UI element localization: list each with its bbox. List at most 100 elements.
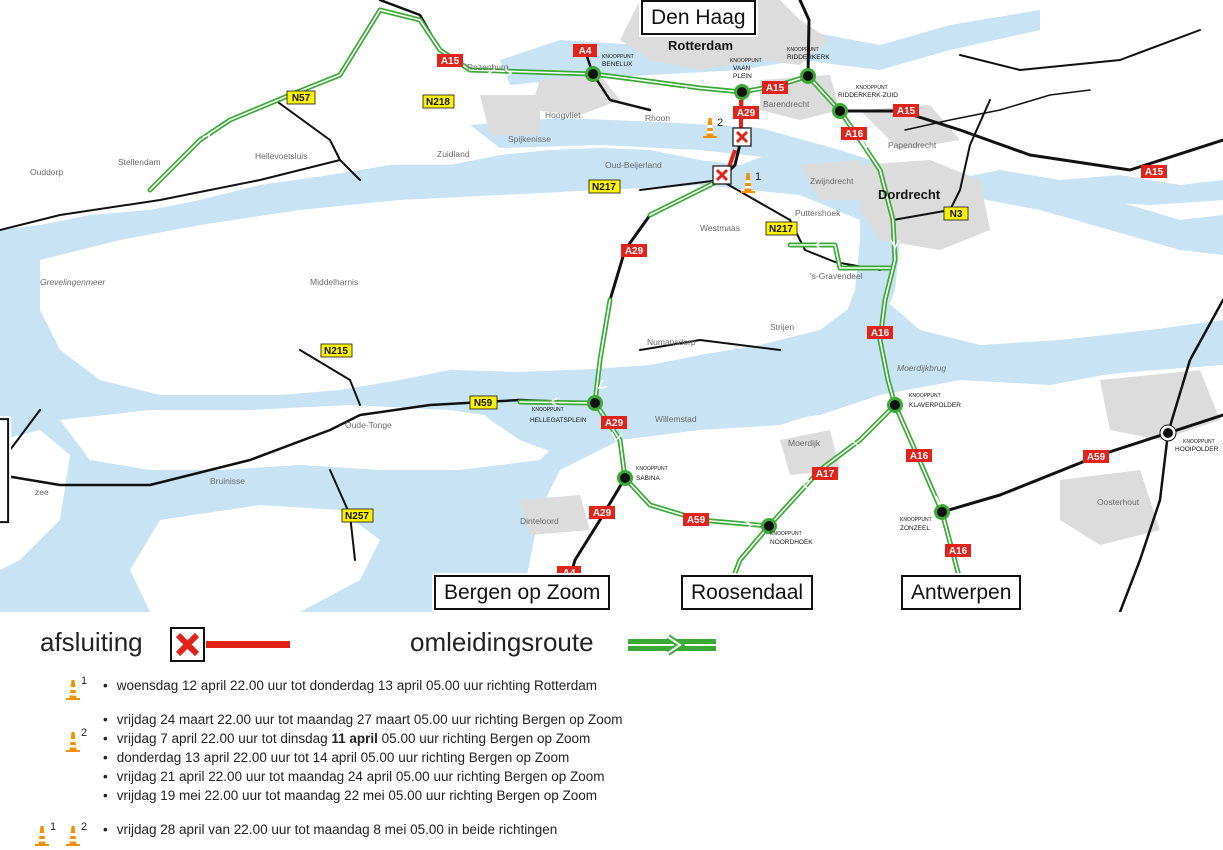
a29-shield-vaanplein: A29 (733, 106, 759, 119)
a15-shield-barendrecht: A15 (762, 81, 788, 94)
detour-arrow-icons (202, 61, 945, 530)
label-dinteloord: Dinteloord (520, 516, 559, 526)
destination-den-haag: Den Haag (641, 0, 756, 35)
legend-detour-symbol (628, 634, 716, 656)
label-knooppunt-vaanplein-1: VAAN (733, 65, 751, 72)
destination-roosendaal: Roosendaal (681, 575, 814, 610)
road-shields: A4 A15 A15 A15 A15 A29 A29 A29 A29 A4 A1… (286, 44, 1167, 579)
label-strijen: Strijen (770, 322, 794, 332)
a16-shield-moerdijk: A16 (867, 326, 893, 339)
svg-text:A15: A15 (897, 106, 916, 117)
svg-text:A17: A17 (816, 469, 835, 480)
label-oud-beijerland: Oud-Beijerland (605, 160, 662, 170)
svg-text:A59: A59 (687, 515, 706, 526)
interchange-dots (585, 66, 1177, 534)
label-dordrecht: Dordrecht (878, 187, 941, 202)
cone-number-1: 1 (81, 675, 88, 687)
schedule-line: •woensdag 12 april 22.00 uur tot donderd… (103, 678, 598, 693)
label-bruinisse: Bruinisse (210, 476, 245, 486)
svg-text:N59: N59 (474, 398, 493, 409)
legend-detour-label: omleidingsroute (410, 627, 594, 657)
closure-cross-icon (712, 165, 732, 185)
a16-shield-klaverpolder: A16 (906, 449, 932, 462)
svg-text:A29: A29 (625, 246, 644, 257)
label-knooppunt-klaverpolder: KLAVERPOLDER (909, 402, 961, 409)
destination-zierikzee: Zierikzee (0, 417, 10, 524)
svg-text:A29: A29 (605, 418, 624, 429)
svg-text:A16: A16 (910, 451, 929, 462)
a15-shield-east: A15 (893, 104, 919, 117)
a59-shield-noordhoek: A59 (683, 513, 709, 526)
svg-text:KNOOPPUNT: KNOOPPUNT (602, 54, 634, 60)
svg-text:A16: A16 (845, 129, 864, 140)
n217-shield-east: N217 (765, 221, 798, 236)
svg-text:A15: A15 (441, 56, 460, 67)
label-stellendam: Stellendam (118, 157, 161, 167)
closure-cross-icon (732, 127, 752, 147)
destination-bergen-op-zoom: Bergen op Zoom (434, 575, 611, 610)
label-zuidland: Zuidland (437, 149, 470, 159)
land-areas (0, 0, 1223, 612)
traffic-cone-icon (66, 732, 80, 752)
schedule-line: •vrijdag 19 mei 22.00 uur tot maandag 22… (103, 788, 598, 803)
label-westmaas: Westmaas (700, 223, 740, 233)
svg-text:KNOOPPUNT: KNOOPPUNT (770, 531, 802, 537)
svg-text:KNOOPPUNT: KNOOPPUNT (730, 58, 762, 64)
traffic-cone-icon (66, 826, 80, 846)
n215-shield: N215 (320, 343, 353, 358)
cone-number-1: 1 (50, 821, 57, 833)
svg-text:KNOOPPUNT: KNOOPPUNT (900, 517, 932, 523)
a16-shield-ridderkerk: A16 (841, 127, 867, 140)
label-hellevoetsluis: Hellevoetsluis (255, 151, 307, 161)
schedule-line: •donderdag 13 april 22.00 uur tot 14 apr… (103, 750, 570, 765)
town-labels: Rozenburg Hoogvliet Rhoon Barendrecht Sp… (30, 38, 1140, 526)
a29-shield-north: A29 (621, 244, 647, 257)
n59-shield: N59 (469, 395, 498, 410)
n57-shield: N57 (286, 90, 316, 105)
svg-text:A4: A4 (563, 568, 576, 579)
svg-text:KNOOPPUNT: KNOOPPUNT (909, 393, 941, 399)
label-knooppunt-noordhoek: NOORDHOEK (770, 539, 813, 546)
svg-text:N217: N217 (592, 182, 616, 193)
svg-text:A16: A16 (871, 328, 890, 339)
svg-text:KNOOPPUNT: KNOOPPUNT (532, 407, 564, 413)
a29-shield-south: A29 (589, 506, 615, 519)
svg-text:A29: A29 (593, 508, 612, 519)
svg-text:A16: A16 (949, 546, 968, 557)
n3-shield: N3 (943, 206, 969, 221)
n257-shield: N257 (341, 508, 374, 523)
schedule-line: •vrijdag 7 april 22.00 uur tot dinsdag 1… (103, 731, 591, 746)
a15-shield-far-east: A15 (1141, 165, 1167, 178)
label-ouddorp: Ouddorp (30, 167, 63, 177)
label-hoogvliet: Hoogvliet (545, 110, 581, 120)
svg-text:KNOOPPUNT: KNOOPPUNT (787, 47, 819, 53)
label-oude-tonge: Oude-Tonge (345, 420, 392, 430)
svg-text:A15: A15 (766, 83, 785, 94)
a4-shield-benelux: A4 (573, 44, 597, 57)
closure-markers: 2 1 (703, 117, 761, 193)
label-middelharnis: Middelharnis (310, 277, 358, 287)
label-numansdorp: Numansdorp (647, 337, 696, 347)
svg-text:N3: N3 (950, 209, 963, 220)
a29-shield-hellegat: A29 (601, 416, 627, 429)
svg-text:A15: A15 (1145, 167, 1164, 178)
label-rotterdam: Rotterdam (668, 38, 733, 53)
traffic-cone-icon (35, 826, 49, 846)
label-willemstad: Willemstad (655, 414, 697, 424)
label-moerdijk: Moerdijk (788, 438, 821, 448)
label-knooppunt-benelux: BENELUX (602, 61, 633, 68)
label-knooppunt-ridderkerk: RIDDERKERK (787, 54, 830, 61)
a59-shield-east: A59 (1083, 450, 1109, 463)
legend-closure-symbol (170, 627, 290, 662)
label-spijkenisse: Spijkenisse (508, 134, 551, 144)
svg-text:A29: A29 (737, 108, 756, 119)
a15-shield-rozenburg: A15 (437, 54, 463, 67)
label-oosterhout: Oosterhout (1097, 497, 1140, 507)
svg-text:N257: N257 (345, 511, 369, 522)
detour-routes (147, 7, 963, 612)
label-s-gravendeel: 's-Gravendeel (810, 271, 863, 281)
destination-antwerpen: Antwerpen (901, 575, 1022, 610)
label-knooppunt-zonzeel: ZONZEEL (900, 525, 930, 532)
svg-text:N217: N217 (769, 224, 793, 235)
svg-text:KNOOPPUNT: KNOOPPUNT (1183, 439, 1215, 445)
